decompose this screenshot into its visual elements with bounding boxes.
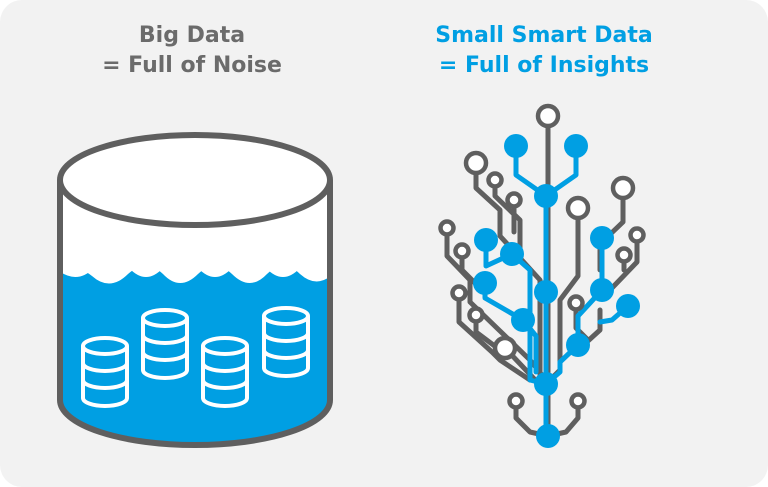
node-blue — [534, 280, 558, 304]
small-smart-data-title: Small Smart Data = Full of Insights — [374, 21, 714, 81]
node-blue — [504, 134, 528, 158]
node-blue — [566, 333, 590, 357]
node-gray — [450, 284, 468, 302]
node-blue — [500, 242, 524, 266]
node-blue — [474, 228, 498, 252]
small-smart-data-title-line2: = Full of Insights — [438, 53, 650, 78]
node-gray — [507, 392, 525, 410]
node-blue — [590, 278, 614, 302]
node-gray — [569, 392, 587, 410]
node-gray — [463, 150, 489, 176]
node-gray — [492, 335, 518, 361]
node-blue — [564, 134, 588, 158]
database-cylinder-icon — [57, 132, 333, 448]
node-blue — [511, 308, 535, 332]
node-blue — [616, 294, 640, 318]
node-gray — [610, 175, 636, 201]
node-gray — [438, 219, 456, 237]
node-blue — [534, 372, 558, 396]
small-smart-data-title-line1: Small Smart Data — [435, 23, 653, 48]
node-gray — [467, 306, 485, 324]
node-blue — [590, 226, 614, 250]
big-data-title-line2: = Full of Noise — [102, 53, 282, 78]
node-blue — [473, 271, 497, 295]
node-gray — [535, 103, 561, 129]
node-gray — [486, 171, 504, 189]
node-blue — [536, 424, 560, 448]
circuit-tree-icon — [438, 103, 646, 448]
node-blue — [534, 184, 558, 208]
node-gray — [615, 246, 633, 264]
node-gray — [628, 226, 646, 244]
node-gray — [453, 242, 471, 260]
node-gray — [505, 191, 523, 209]
node-gray — [567, 294, 585, 312]
big-data-title-line1: Big Data — [138, 23, 246, 48]
node-gray — [565, 195, 591, 221]
big-data-title: Big Data = Full of Noise — [22, 21, 362, 81]
